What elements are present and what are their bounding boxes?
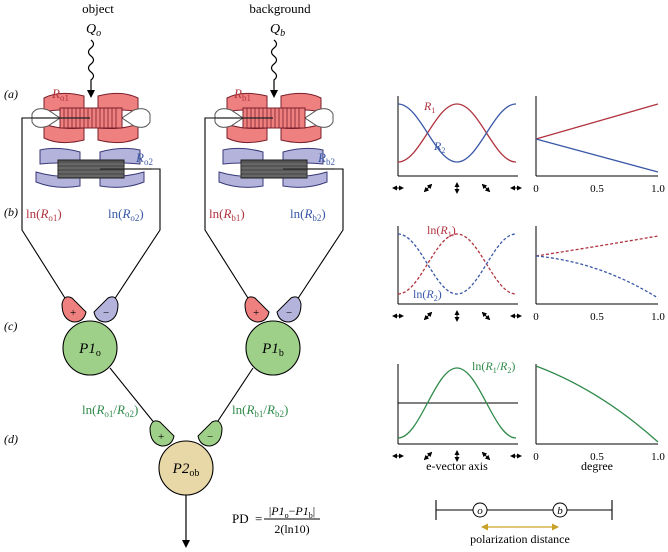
synapse-sign-minus-p2: − [207, 431, 213, 443]
evector-arrow [423, 311, 433, 321]
evector-arrow [481, 451, 491, 461]
row-label-a: (a) [4, 87, 18, 101]
polarization-distance-scale: o b polarization distance [435, 500, 613, 546]
label-ln-ro2: ln(Ro2) [108, 206, 144, 223]
object-header: object [82, 1, 114, 16]
label-ln-ro1: ln(Ro1) [26, 206, 62, 223]
svg-text:PD: PD [232, 511, 249, 526]
plot-b-left: ln(R1) ln(R2) [397, 223, 518, 305]
curve-ln-r2 [397, 233, 517, 295]
plot-b-right: 0 0.5 1.0 [533, 226, 665, 323]
label-ln-rb1: ln(Rb1) [209, 206, 245, 223]
background-light-wave [270, 39, 278, 98]
background-upper-photoreceptor [214, 92, 334, 144]
label-r1: R1 [423, 99, 435, 115]
curve-r1 [397, 103, 517, 163]
synapse-sign-minus-o: − [103, 307, 109, 319]
svg-text:1.0: 1.0 [651, 451, 665, 463]
row-label-d: (d) [4, 432, 18, 446]
synapse-inhibitory-b [276, 296, 302, 323]
row-label-b: (b) [4, 205, 18, 219]
synapse-excitatory-b [244, 296, 270, 323]
line-a-red [535, 103, 659, 140]
neuron-p1-background [245, 320, 301, 376]
svg-text:ln(R1/R2): ln(R1/R2) [472, 359, 515, 375]
label-rb2: Rb2 [317, 150, 335, 167]
curve-ln-ratio [397, 367, 517, 439]
neuron-p1-object-label: P1o [78, 341, 101, 359]
object-wiring [21, 117, 161, 307]
object-upper-photoreceptor [31, 92, 151, 144]
synapse-sign-plus-b: + [253, 307, 259, 319]
neuron-p1-object [62, 320, 118, 376]
svg-text:2(ln10): 2(ln10) [274, 522, 309, 536]
label-rb1: Rb1 [233, 86, 251, 103]
evector-arrow [481, 311, 491, 321]
object-light-wave [87, 39, 95, 98]
p1-to-p2-wiring [109, 367, 254, 431]
label-ln-ratio-object: ln(Ro1/Ro2) [82, 402, 138, 419]
svg-text:1.0: 1.0 [651, 311, 665, 323]
background-header: background [249, 1, 311, 16]
label-ro1: Ro1 [51, 86, 69, 103]
background-input-label: Qb [270, 22, 285, 39]
curve-b-red [535, 235, 659, 257]
svg-text:=: = [255, 511, 262, 526]
svg-text:polarization distance: polarization distance [470, 532, 570, 546]
curve-b-blue [535, 255, 659, 299]
evector-arrow [481, 183, 491, 193]
plot-c-right: 0 0.5 1.0 degree [533, 364, 665, 473]
svg-text:o: o [477, 505, 483, 517]
svg-text:0.5: 0.5 [590, 183, 604, 195]
label-r2: R2 [433, 139, 445, 155]
object-input-label: Qo [86, 22, 101, 39]
svg-text:0: 0 [533, 451, 539, 463]
synapse-sign-plus-p2: + [158, 431, 164, 443]
background-ommatidium [214, 92, 335, 188]
background-lower-photoreceptor [218, 147, 335, 188]
svg-text:|P1o−P1b|: |P1o−P1b| [269, 504, 315, 520]
synapse-sign-minus-b: − [286, 307, 292, 319]
plot-a-right: 0 0.5 1.0 [533, 96, 665, 195]
xlabel-evector: e-vector axis [426, 459, 488, 473]
label-ln-ratio-background: ln(Rb1/Rb2) [232, 402, 288, 419]
plot-a-left: R1 R2 [397, 96, 518, 177]
svg-text:1.0: 1.0 [651, 183, 665, 195]
row-label-c: (c) [4, 319, 17, 333]
object-ommatidium [31, 92, 152, 188]
background-wiring [204, 117, 344, 307]
svg-text:b: b [557, 505, 563, 517]
evector-orientation-arrows [392, 182, 522, 462]
line-a-blue [535, 138, 659, 173]
evector-arrow [423, 183, 433, 193]
svg-text:0.5: 0.5 [590, 451, 604, 463]
evector-arrow [423, 451, 433, 461]
synapse-inhibitory-o [93, 296, 119, 323]
xlabel-degree: degree [581, 459, 613, 473]
curve-r2 [397, 103, 517, 163]
svg-text:0: 0 [533, 311, 539, 323]
svg-text:0.5: 0.5 [590, 311, 604, 323]
synapse-sign-plus-o: + [70, 307, 76, 319]
curve-ln-r1 [397, 233, 517, 295]
pd-formula: PD = |P1o−P1b| 2(ln10) [232, 504, 320, 536]
synapse-inhibitory-p2 [197, 420, 223, 447]
label-ln-rb2: ln(Rb2) [290, 206, 326, 223]
synapse-excitatory-p2 [149, 420, 175, 447]
plot-c-left: ln(R1/R2) e-vector axis [397, 359, 518, 473]
synapse-excitatory-o [61, 296, 87, 323]
svg-text:ln(R2): ln(R2) [413, 287, 442, 303]
neuron-p1-background-label: P1b [261, 341, 284, 359]
svg-text:ln(R1): ln(R1) [427, 223, 456, 239]
curve-c-green [535, 365, 659, 443]
svg-text:0: 0 [533, 183, 539, 195]
neuron-p2-label: P2ob [172, 461, 200, 479]
object-lower-photoreceptor [35, 147, 152, 188]
label-ro2: Ro2 [135, 150, 153, 167]
